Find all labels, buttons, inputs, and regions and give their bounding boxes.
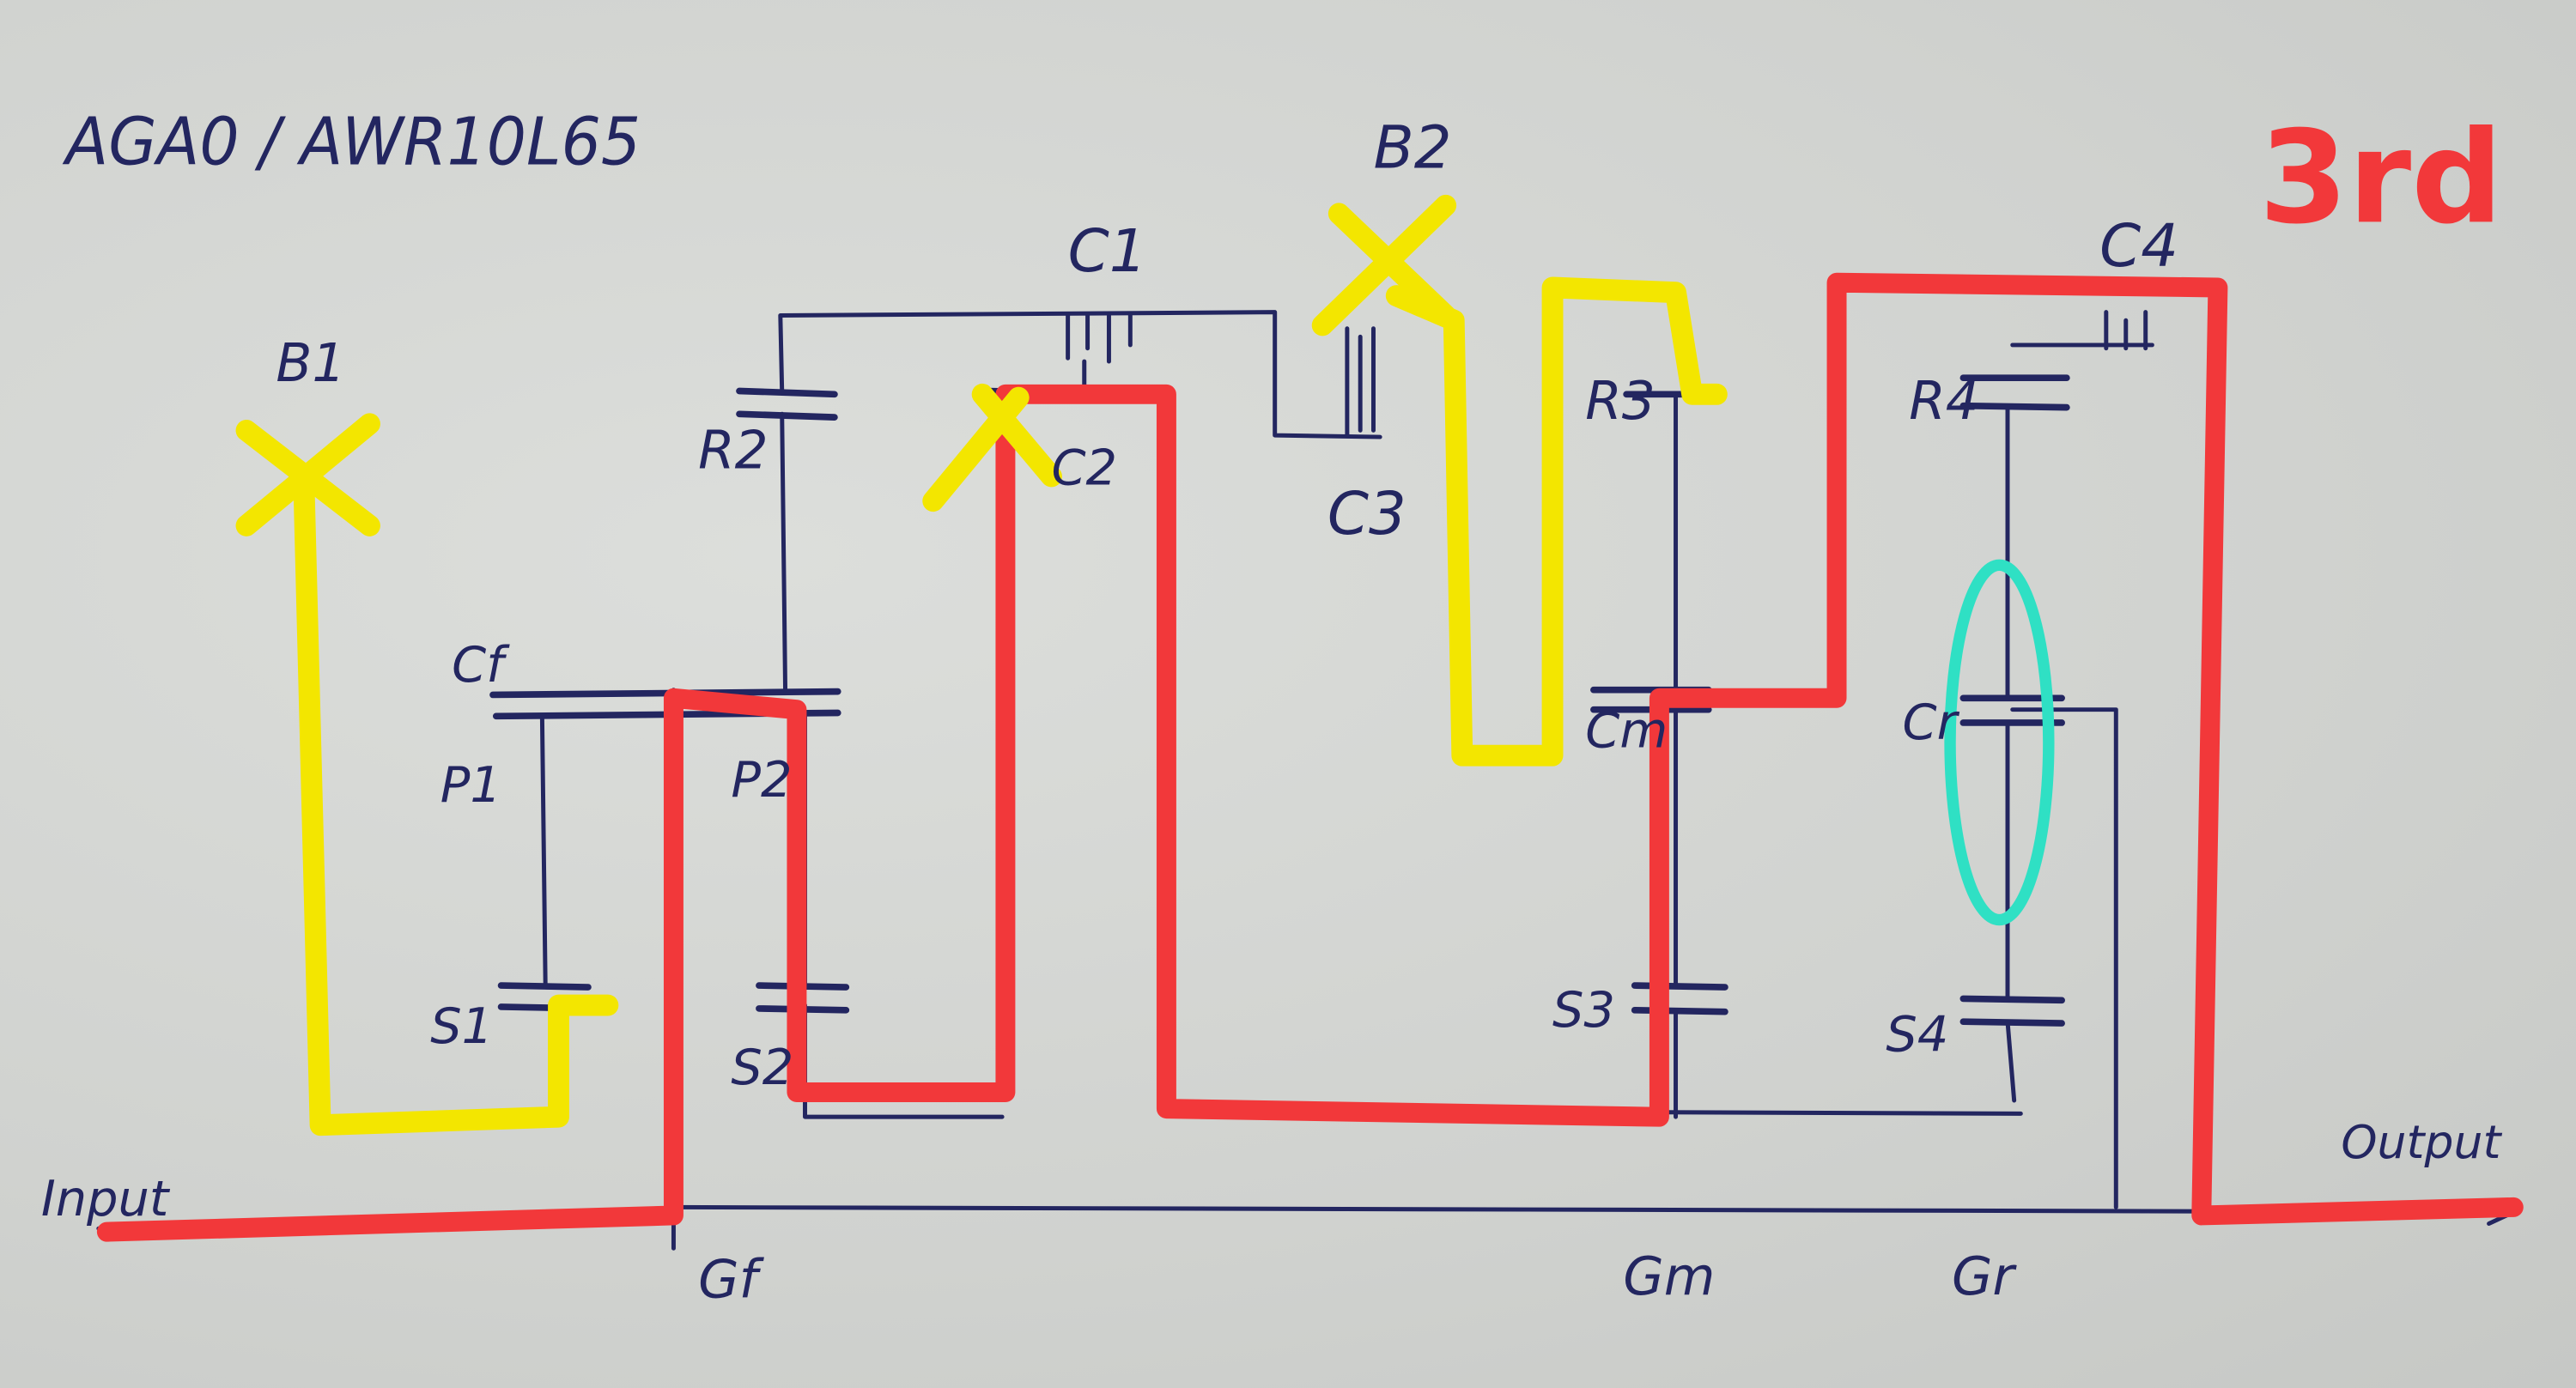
label-s2: S2 — [731, 1039, 793, 1096]
label-r4: R4 — [1909, 371, 1978, 432]
label-r2: R2 — [698, 420, 769, 481]
label-gf: Gf — [698, 1250, 764, 1311]
removed-components-yellow — [235, 194, 1728, 1136]
label-gr: Gr — [1952, 1246, 2017, 1307]
label-gm: Gm — [1623, 1246, 1715, 1307]
label-c2: C2 — [1051, 439, 1117, 497]
label-cf: Cf — [452, 636, 510, 694]
label-cm: Cm — [1585, 702, 1668, 760]
signal-path-red — [96, 272, 2524, 1242]
label-cr: Cr — [1903, 694, 1960, 751]
output-label: Output — [2341, 1115, 2502, 1169]
label-c1: C1 — [1068, 217, 1147, 286]
label-p2: P2 — [731, 751, 792, 809]
cr-highlight-ellipse — [1944, 559, 2055, 926]
diagram-title: AGA0 / AWR10L65 — [62, 104, 641, 180]
stage-label: 3rd — [2259, 103, 2503, 252]
label-r3: R3 — [1585, 371, 1656, 432]
label-s1: S1 — [430, 997, 493, 1055]
label-p1: P1 — [440, 756, 501, 814]
label-b2: B2 — [1373, 113, 1451, 182]
label-c4: C4 — [2099, 212, 2178, 281]
label-b1: B1 — [276, 333, 345, 394]
label-s4: S4 — [1886, 1006, 1948, 1064]
input-label: Input — [41, 1170, 171, 1227]
label-c3: C3 — [1327, 480, 1406, 549]
label-s3: S3 — [1552, 981, 1615, 1039]
